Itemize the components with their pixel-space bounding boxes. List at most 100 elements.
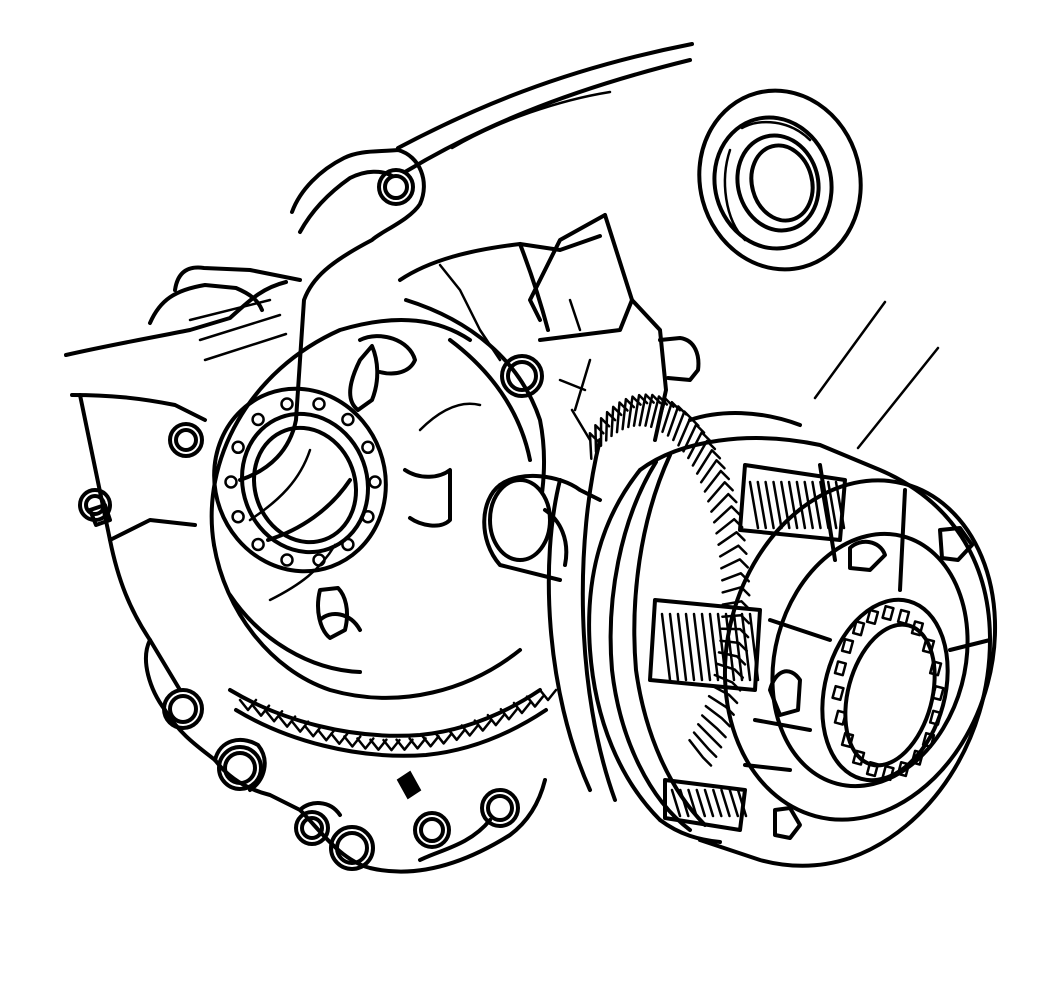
bearing-ball xyxy=(280,397,294,411)
spline-hatch xyxy=(732,612,744,682)
spline-hatch xyxy=(748,480,760,530)
bolt-boss xyxy=(413,811,451,849)
gear-tooth xyxy=(720,558,750,570)
spline-tooth xyxy=(851,749,866,766)
bolt-boss xyxy=(500,354,544,398)
gear-tooth xyxy=(717,531,746,546)
clutch-drum xyxy=(587,411,998,868)
gear-shaft xyxy=(482,300,940,802)
gear-tooth xyxy=(692,731,718,758)
gear-tooth xyxy=(704,704,732,728)
spline-hatch xyxy=(724,612,736,682)
spline-hatch xyxy=(716,612,728,682)
gear-edge xyxy=(546,478,592,792)
ring-gear-tooth xyxy=(499,707,519,721)
bearing-ball xyxy=(368,475,382,489)
spline-tooth xyxy=(831,684,845,702)
bearing-ball xyxy=(231,440,245,455)
gear-tooth xyxy=(710,492,738,513)
spline-hatch xyxy=(787,480,799,530)
bolt-hole xyxy=(300,816,324,840)
gear-tooth xyxy=(710,684,739,705)
ring-gear-tooth xyxy=(369,738,388,751)
bolt-boss xyxy=(294,810,330,846)
spline-tooth xyxy=(881,764,895,782)
ring-gear-tooth xyxy=(512,701,532,715)
spline-hatch xyxy=(695,788,707,818)
spline-hatch xyxy=(668,612,680,682)
bearing-ball xyxy=(341,537,355,552)
gear-tooth xyxy=(718,544,748,558)
gear-tooth xyxy=(707,694,735,717)
gear-tooth xyxy=(699,459,726,484)
bolt-hole xyxy=(486,794,514,822)
bearing-ball xyxy=(280,553,294,567)
gear-tooth xyxy=(700,714,727,739)
ring-gear-tooth xyxy=(447,728,466,742)
ring-gear-tooth xyxy=(290,720,310,733)
gear-tooth xyxy=(677,416,700,447)
bolt-hole xyxy=(168,694,198,724)
spline-hatch xyxy=(708,612,720,682)
spline-hatch xyxy=(676,612,688,682)
bearing xyxy=(697,88,863,272)
spline-hatch xyxy=(720,788,731,818)
gear-tooth xyxy=(687,431,711,460)
bearing-ball xyxy=(251,537,265,552)
differential-bearing xyxy=(212,386,388,574)
bearing-ball xyxy=(361,440,375,455)
bearing-ball xyxy=(224,475,238,489)
spline-tooth xyxy=(833,709,848,726)
ring-gear-tooth xyxy=(421,735,440,748)
bearing-ball xyxy=(341,412,355,427)
spline-tooth xyxy=(881,604,895,622)
ring-gear-tooth xyxy=(382,738,401,752)
spline-hatch xyxy=(826,480,838,530)
ring-gear-tooth xyxy=(264,710,284,723)
gear-tooth xyxy=(696,723,723,749)
bolt-hole xyxy=(335,831,369,865)
ring-gear-tooth xyxy=(486,713,506,727)
spline-hatch xyxy=(740,612,752,682)
gear-tooth xyxy=(712,505,741,524)
ring-gear-tooth xyxy=(277,715,297,728)
gear-tooth xyxy=(682,423,706,453)
gear-tooth xyxy=(721,600,751,611)
spline-tooth xyxy=(840,731,855,749)
spline-hatch xyxy=(670,788,682,818)
spline-hatch xyxy=(703,788,715,818)
bolt-boss xyxy=(480,788,520,828)
spline-tooth xyxy=(833,660,848,677)
gear-tooth xyxy=(721,585,751,597)
gear-tooth xyxy=(695,449,722,475)
bolt-hole xyxy=(419,817,445,843)
spline-hatch xyxy=(700,612,712,682)
spline-hatch xyxy=(795,480,807,530)
spline-hatch xyxy=(684,612,696,682)
ring-gear-tooth xyxy=(460,724,479,737)
spline-hatch xyxy=(811,480,822,530)
spline-hatch xyxy=(834,480,846,530)
ring-gear-tooth xyxy=(473,719,493,732)
bearing-ball xyxy=(312,553,326,567)
spline-hatch xyxy=(764,480,775,530)
bearing-ball xyxy=(361,509,375,524)
bolt-hole xyxy=(223,751,257,785)
bolt-boss xyxy=(377,168,415,206)
ring-gear-tooth xyxy=(395,738,414,751)
spline-tooth xyxy=(896,608,911,625)
bolt-hole xyxy=(506,360,538,392)
bolt-hole xyxy=(84,494,106,516)
bolt-hole xyxy=(383,174,409,200)
spline-hatch xyxy=(728,788,740,818)
spline-hatch xyxy=(687,788,698,818)
spline-tooth xyxy=(910,620,925,637)
spline-hatch xyxy=(736,788,748,818)
bolt-boss xyxy=(78,488,112,522)
bearing-ball xyxy=(231,509,245,524)
spline-hatch xyxy=(692,612,704,682)
bolt-boss xyxy=(217,745,263,791)
spline-hatch xyxy=(803,480,814,530)
gear-tooth xyxy=(715,662,745,679)
